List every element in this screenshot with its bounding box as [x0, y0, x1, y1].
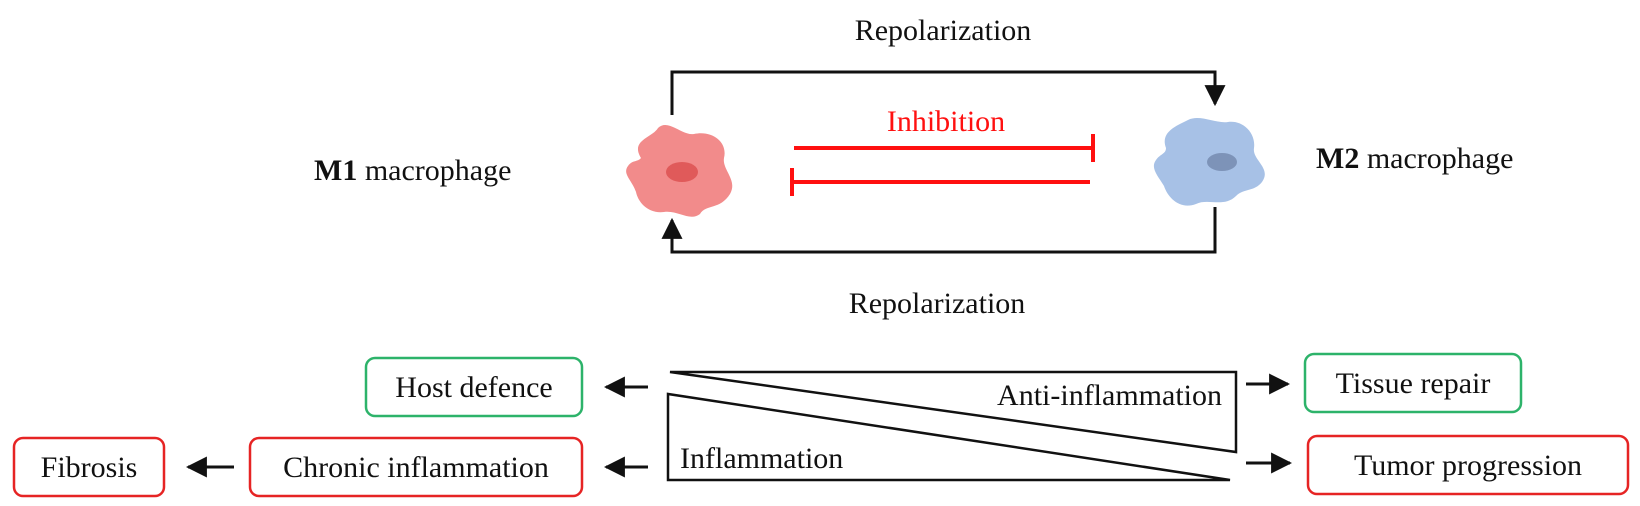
tissue-repair-box	[1303, 352, 1523, 414]
inflammation-label: Inflammation	[680, 442, 843, 475]
anti-inflammation-label: Anti-inflammation	[997, 379, 1222, 412]
m2-macrophage-label: M2 macrophage	[1316, 142, 1513, 175]
tumor-progression-label: Tumor progression	[1354, 449, 1582, 482]
m1-macrophage-label: M1 macrophage	[314, 154, 511, 187]
top-repolarization-arrow	[670, 70, 1226, 115]
m2-prefix: M2	[1316, 142, 1359, 175]
m2-cell-icon	[1153, 118, 1265, 206]
m1-prefix: M1	[314, 154, 357, 187]
host-defence-box	[364, 356, 584, 418]
m1-cell-icon	[626, 124, 733, 217]
tumor-progression-box	[1306, 434, 1630, 496]
chronic-inflammation-box	[248, 436, 584, 498]
m1-suffix: macrophage	[357, 154, 511, 187]
inhibition-arrows	[790, 134, 1095, 196]
fibrosis-label: Fibrosis	[41, 451, 138, 484]
m2-suffix: macrophage	[1359, 142, 1513, 175]
bottom-repolarization-label: Repolarization	[849, 287, 1026, 320]
bottom-repolarization-arrow	[661, 207, 1217, 254]
chronic-inflammation-label: Chronic inflammation	[283, 451, 549, 484]
host-defence-label: Host defence	[395, 371, 552, 404]
tissue-repair-label: Tissue repair	[1336, 367, 1491, 400]
fibrosis-box	[12, 436, 166, 498]
top-repolarization-label: Repolarization	[855, 14, 1032, 47]
inhibition-label: Inhibition	[887, 105, 1005, 138]
inflammation-wedge	[666, 392, 1231, 482]
anti-inflammation-wedge	[669, 370, 1238, 454]
